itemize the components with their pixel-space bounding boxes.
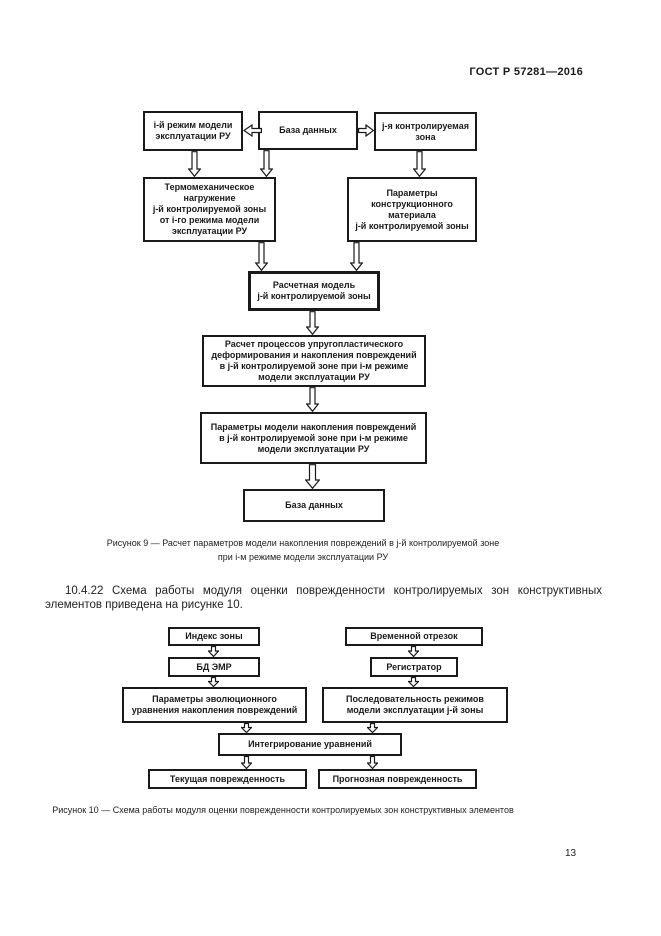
down-arrow-icon — [208, 677, 219, 687]
down-arrow-icon — [188, 151, 201, 177]
down-arrow-icon — [208, 646, 219, 657]
flowchart-box-material-params: Параметры конструкционного материала j-й… — [347, 177, 477, 242]
figure10-caption: Рисунок 10 — Схема работы модуля оценки … — [52, 805, 514, 815]
clause-text-line2: элементов приведена на рисунке 10. — [45, 599, 243, 611]
down-arrow-icon — [413, 151, 426, 177]
flowchart-box-regime: i-й режим модели эксплуатации РУ — [143, 111, 243, 151]
down-arrow-icon — [306, 311, 319, 335]
down-arrow-icon — [350, 242, 363, 271]
down-arrow-icon — [367, 723, 378, 733]
flowchart-box-calc-model: Расчетная модель j-й контролируемой зоны — [248, 271, 380, 311]
down-arrow-icon — [367, 756, 378, 769]
down-arrow-icon — [408, 646, 419, 657]
left-arrow-icon — [243, 124, 262, 137]
page-number: 13 — [565, 848, 577, 859]
down-arrow-icon — [241, 756, 252, 769]
flowchart-box-zone-index: Индекс зоны — [168, 627, 260, 646]
flowchart-box-zone: j-я контролируемая зона — [374, 112, 477, 151]
flowchart-box-damage-params: Параметры модели накопления повреждений … — [200, 412, 427, 464]
down-arrow-icon — [306, 387, 319, 412]
down-arrow-icon — [255, 242, 268, 271]
flowchart-box-time-interval: Временной отрезок — [345, 627, 483, 646]
figure9-caption-line1: Рисунок 9 — Расчет параметров модели нак… — [106, 538, 500, 548]
flowchart-box-evolution-params: Параметры эволюционного уравнения накопл… — [122, 687, 307, 723]
flowchart-box-thermal-loading: Термомеханическое нагружение j-й контрол… — [143, 177, 276, 242]
flowchart-box-registrator: Регистратор — [370, 657, 458, 677]
down-arrow-icon — [241, 723, 252, 733]
down-arrow-icon — [408, 677, 419, 687]
flowchart-box-database-bottom: База данных — [243, 489, 385, 522]
right-arrow-icon — [358, 124, 374, 137]
flowchart-box-calc-process: Расчет процессов упругопластического деф… — [202, 335, 426, 387]
down-arrow-icon — [260, 150, 273, 177]
clause-text-line1: 10.4.22 Схема работы модуля оценки повре… — [65, 585, 602, 597]
standard-number-header: ГОСТ Р 57281—2016 — [469, 66, 583, 78]
down-arrow-icon — [305, 464, 320, 489]
flowchart-box-db-emr: БД ЭМР — [168, 657, 260, 677]
figure9-caption-line2: при i-м режиме модели эксплуатации РУ — [217, 552, 389, 562]
flowchart-box-current-damage: Текущая поврежденность — [148, 769, 307, 789]
flowchart-box-predicted-damage: Прогнозная поврежденность — [318, 769, 477, 789]
flowchart-box-regime-sequence: Последовательность режимов модели эксплу… — [322, 687, 508, 723]
flowchart-box-database-top: База данных — [258, 111, 358, 150]
flowchart-box-integration: Интегрирование уравнений — [218, 733, 402, 756]
